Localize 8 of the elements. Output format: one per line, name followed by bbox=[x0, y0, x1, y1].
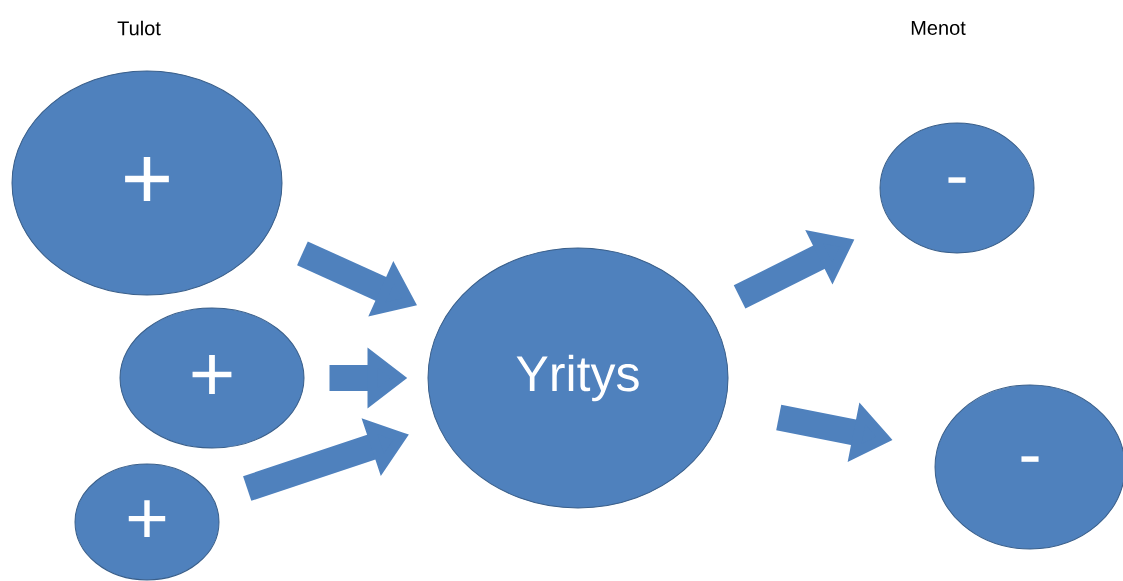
ellipse-node: - bbox=[934, 384, 1123, 550]
ellipse-node: + bbox=[119, 307, 305, 449]
column-heading: Menot bbox=[911, 21, 966, 35]
ellipse-node: Yritys bbox=[427, 247, 729, 509]
column-heading: Tulot bbox=[117, 20, 161, 36]
ellipse-node: + bbox=[11, 70, 283, 296]
ellipse-node: + bbox=[74, 463, 220, 581]
ellipse-node: - bbox=[879, 122, 1035, 254]
